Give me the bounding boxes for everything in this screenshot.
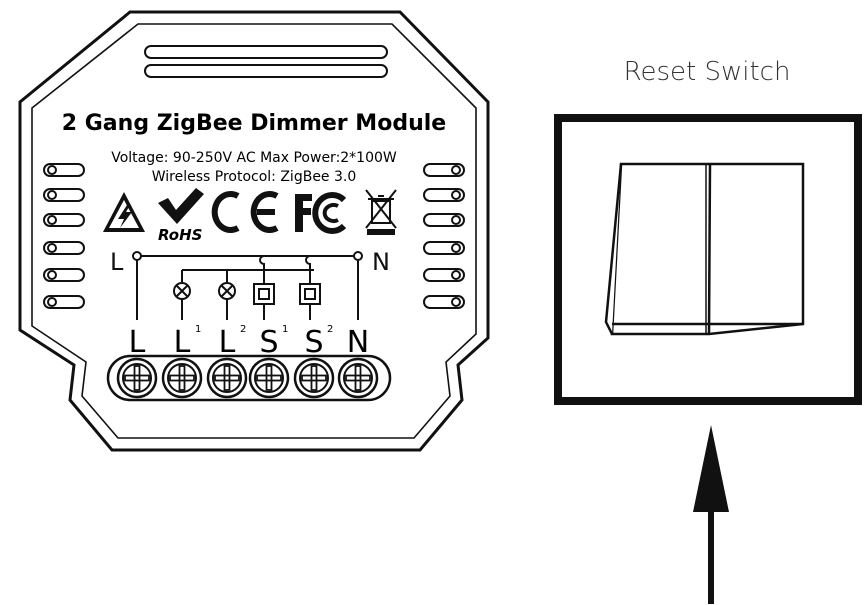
reset-switch-label: Reset Switch	[624, 57, 791, 87]
terminal-screw-icon	[248, 357, 290, 399]
terminal-label-sup: 1	[195, 324, 201, 335]
right-vents	[423, 163, 465, 309]
terminal-screw-icon	[116, 357, 158, 399]
module-inner-outline	[31, 23, 477, 439]
wire-label-n: N	[372, 248, 390, 276]
left-vent	[43, 213, 85, 227]
module-outer-shell	[18, 10, 490, 452]
terminal-label: L	[129, 325, 146, 360]
lamp-1-icon	[173, 282, 191, 320]
rohs-icon: RoHS	[158, 188, 204, 244]
right-vent	[423, 163, 465, 177]
terminal-screw-icon	[293, 357, 335, 399]
terminal-block	[106, 354, 392, 402]
terminal-label-sup: 2	[327, 324, 333, 335]
n-node	[353, 251, 363, 261]
terminal-block-frame	[106, 354, 392, 402]
left-vent	[43, 295, 85, 309]
right-vent	[423, 213, 465, 227]
terminal-label: L	[174, 325, 191, 360]
left-vent	[43, 241, 85, 255]
fcc-mark-icon	[295, 192, 347, 234]
certification-icons: RoHS	[103, 188, 397, 244]
reset-switch[interactable]	[554, 114, 862, 405]
left-vent	[43, 188, 85, 202]
module-spec-voltage: Voltage: 90-250V AC Max Power:2*100W	[111, 150, 397, 166]
top-slot-upper	[144, 45, 388, 59]
terminal-label-sup: 2	[240, 324, 246, 335]
terminal-label: L	[219, 325, 236, 360]
ce-mark-icon	[211, 191, 279, 233]
module-title: 2 Gang ZigBee Dimmer Module	[62, 111, 446, 136]
left-vent	[43, 163, 85, 177]
switch-2-icon	[299, 283, 321, 320]
terminal-label: S	[259, 325, 278, 360]
press-arrow-icon	[693, 425, 729, 604]
l-node	[132, 251, 142, 261]
right-vent	[423, 268, 465, 282]
wiring-diagram: L N	[110, 248, 390, 320]
left-vent	[43, 268, 85, 282]
svg-text:RoHS: RoHS	[158, 226, 202, 244]
terminal-screw-icon	[337, 357, 379, 399]
terminal-screw-icon	[206, 357, 248, 399]
wire-label-l: L	[110, 248, 124, 276]
rocker-panel	[604, 162, 805, 336]
right-vent	[423, 241, 465, 255]
right-vent	[423, 295, 465, 309]
top-slot-lower	[144, 64, 388, 78]
right-vent	[423, 188, 465, 202]
terminal-label-sup: 1	[282, 324, 288, 335]
dimmer-module	[18, 10, 490, 452]
high-voltage-warning-icon	[103, 192, 145, 232]
switch-1-icon	[253, 283, 275, 320]
terminal-label: N	[347, 325, 369, 360]
terminal-screw-icon	[161, 357, 203, 399]
module-spec-protocol: Wireless Protocol: ZigBee 3.0	[152, 169, 357, 185]
left-vents	[43, 163, 85, 309]
lamp-2-icon	[218, 282, 236, 320]
terminal-label: S	[304, 325, 323, 360]
weee-bin-icon	[365, 189, 397, 235]
